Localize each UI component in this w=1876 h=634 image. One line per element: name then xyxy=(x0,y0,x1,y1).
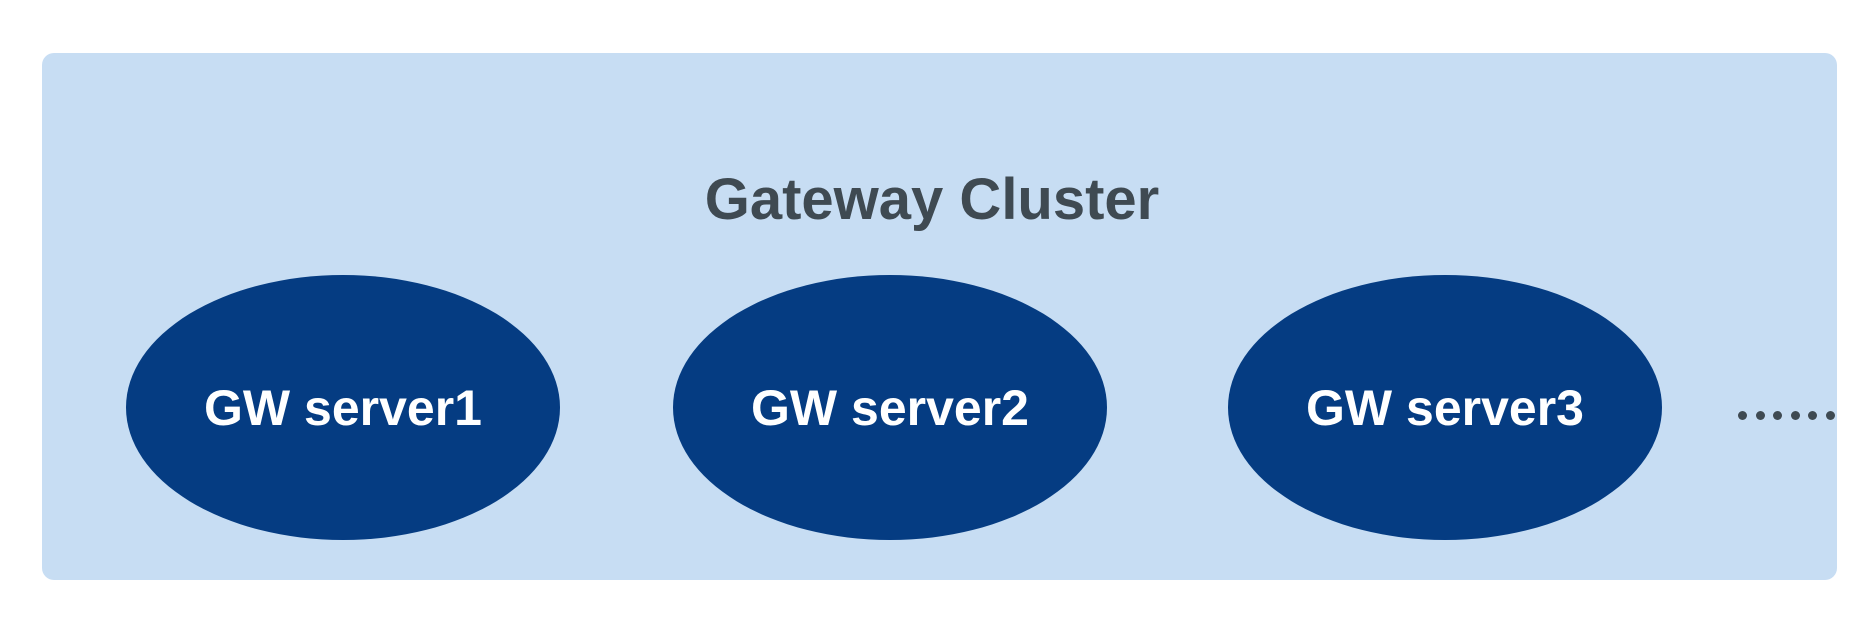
cluster-title: Gateway Cluster xyxy=(704,167,1160,232)
gw-server2-label: GW server2 xyxy=(751,379,1029,436)
ellipsis-dot xyxy=(1738,410,1747,420)
ellipsis-dot xyxy=(1825,410,1835,420)
more-servers-ellipsis xyxy=(1738,410,1835,420)
ellipsis-dot xyxy=(1808,410,1817,420)
gw-server3-label: GW server3 xyxy=(1306,379,1584,436)
ellipsis-dot xyxy=(1790,410,1800,420)
ellipsis-dot xyxy=(1755,410,1765,420)
gw-server1-node: GW server1 xyxy=(126,275,560,540)
gw-server3-node: GW server3 xyxy=(1228,275,1662,540)
gateway-cluster-box: Gateway Cluster GW server1 GW server2 GW… xyxy=(42,53,1837,580)
ellipsis-dot xyxy=(1773,410,1782,420)
gw-server1-label: GW server1 xyxy=(204,379,482,436)
gw-server2-node: GW server2 xyxy=(673,275,1107,540)
